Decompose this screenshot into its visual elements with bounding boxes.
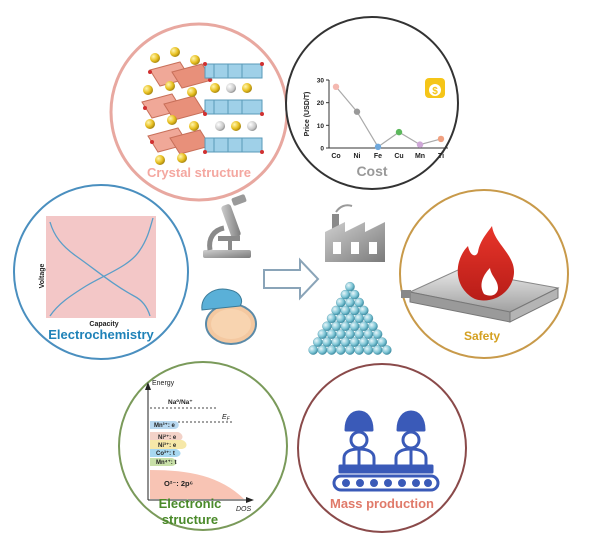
mn3-label: Mn³⁺: e [154,422,175,429]
voltage-axis-label: Voltage [39,264,46,289]
discharge-curve [49,221,151,317]
na-level-label: Na⁰/Na⁺ [168,399,193,406]
charge-curve [49,217,154,317]
price-point [353,108,361,115]
price-y-label: Price (USD/T) [304,92,311,137]
price-x-tick-label: Fe [374,153,382,160]
cost-label: Cost [356,163,387,179]
electrochemistry-label: Electrochemistry [48,327,154,342]
mn4-label: Mn⁴⁺: t [156,459,176,466]
nanoparticle-pyramid-icon [308,281,392,355]
electrochemistry-panel: Voltage Capacity Electrochemistry [13,184,189,360]
co3-band [150,449,181,457]
disc-pellet-icon [201,288,257,345]
electronic-label-line1: Electronic [159,496,222,511]
price-point [332,83,340,91]
fermi-level-label: EF [222,414,231,423]
price-x-tick-label: Co [331,153,340,160]
price-point [437,135,445,143]
safety-panel: Safety [399,189,569,359]
crystal-right-lattice [203,62,264,154]
price-y-tick-label: 20 [317,100,325,107]
mn4-band [150,458,177,466]
price-point [395,128,403,136]
mn3-band [150,421,179,429]
price-chart: Price (USD/T) 0 10 20 30 Co Ni Fe Cu Mn Ti [304,78,448,160]
cost-panel: Price (USD/T) 0 10 20 30 Co Ni Fe Cu Mn Ti $ Cos… [285,16,459,190]
co3-label: Co³⁺: t [156,450,175,457]
price-y-tick-label: 30 [317,78,325,85]
workers-conveyor-icon [332,410,440,492]
ni2-label: Ni²⁺: e [158,434,177,441]
mass-production-label: Mass production [330,496,434,511]
flame-icon [457,226,515,301]
price-x-tick-label: Ti [438,153,444,160]
price-x-tick-label: Ni [354,153,361,160]
crystal-structure-panel: Crystal structure [109,22,289,202]
svg-text:$: $ [432,86,438,97]
energy-axis-label: Energy [152,380,175,387]
price-line [335,86,442,148]
crystal-left-lattice [141,47,213,165]
safety-label: Safety [464,329,500,343]
mass-production-panel: Mass production [297,363,467,533]
price-x-tick-label: Cu [394,153,403,160]
price-point [374,143,382,151]
electronic-structure-panel: Energy DOS Na⁰/Na⁺ EF Mn³⁺: e Ni²⁺: e Ni… [118,361,288,531]
electronic-label-line2: structure [162,512,218,527]
arrow-right-icon [263,257,320,301]
dos-axis-label: DOS [236,506,252,513]
ni3-band [150,440,187,449]
o2p-label: O²⁻: 2p⁶ [164,479,193,488]
crystal-structure-label: Crystal structure [147,165,251,180]
ni3-label: Ni³⁺: e [158,442,177,449]
money-bag-icon: $ [425,78,445,98]
price-y-tick-label: 10 [317,123,325,130]
ni2-band [150,432,183,441]
price-point [416,141,424,148]
microscope-icon [203,194,251,258]
price-x-tick-label: Mn [415,153,425,160]
capacity-axis-label: Capacity [89,321,118,328]
factory-icon [325,204,385,262]
o2p-band [150,470,244,499]
price-y-tick-label: 0 [320,146,324,153]
